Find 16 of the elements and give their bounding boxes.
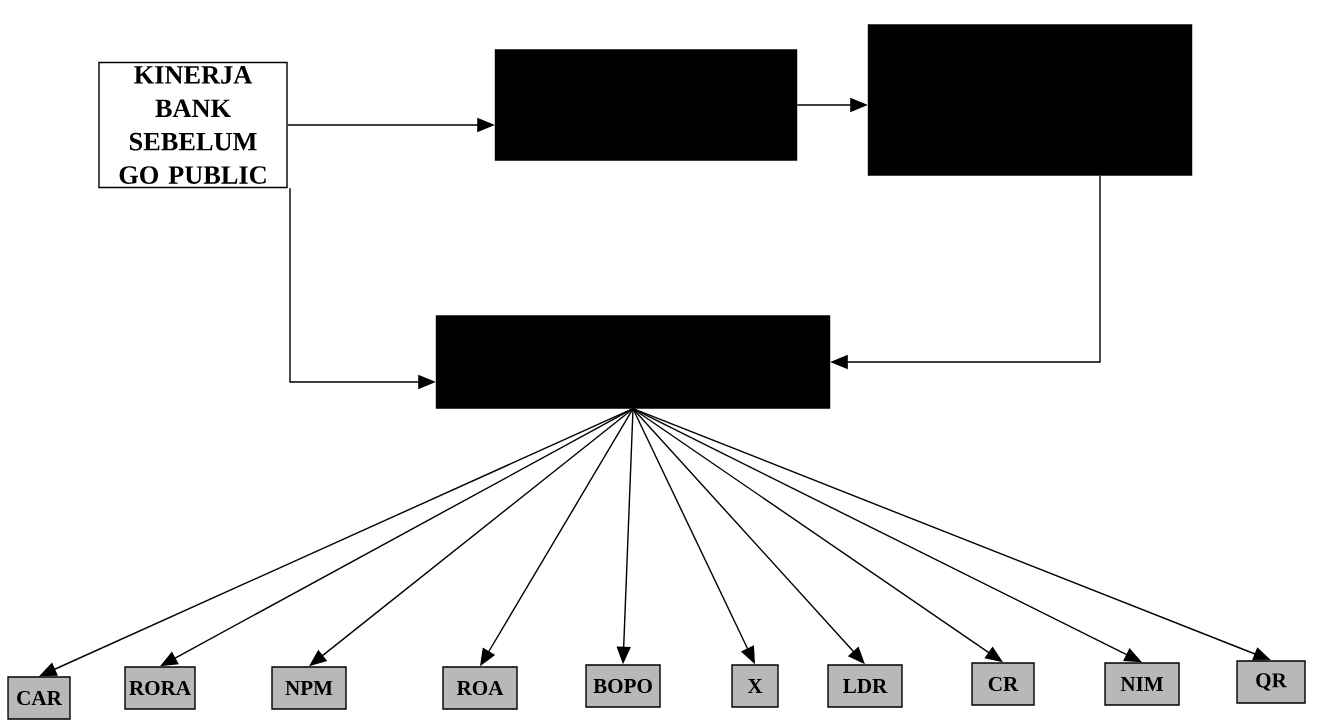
ratio-box: QR xyxy=(1236,660,1306,704)
ratio-box: ROA xyxy=(442,666,518,710)
ratio-box: X xyxy=(731,664,779,708)
ratio-box: CR xyxy=(971,662,1035,706)
ratio-box: NIM xyxy=(1104,662,1180,706)
arrow xyxy=(632,408,1142,663)
filled-box xyxy=(435,315,831,409)
ratio-box: LDR xyxy=(827,664,903,708)
process-box: KINERJA BANK SEBELUM GO PUBLIC xyxy=(98,61,288,189)
ratio-box: CAR xyxy=(7,676,71,720)
filled-box xyxy=(494,49,798,161)
filled-box xyxy=(867,24,1193,176)
ratio-box: BOPO xyxy=(585,664,661,708)
arrow xyxy=(160,408,634,667)
ratio-box: RORA xyxy=(124,666,196,710)
ratio-box: NPM xyxy=(271,666,347,710)
